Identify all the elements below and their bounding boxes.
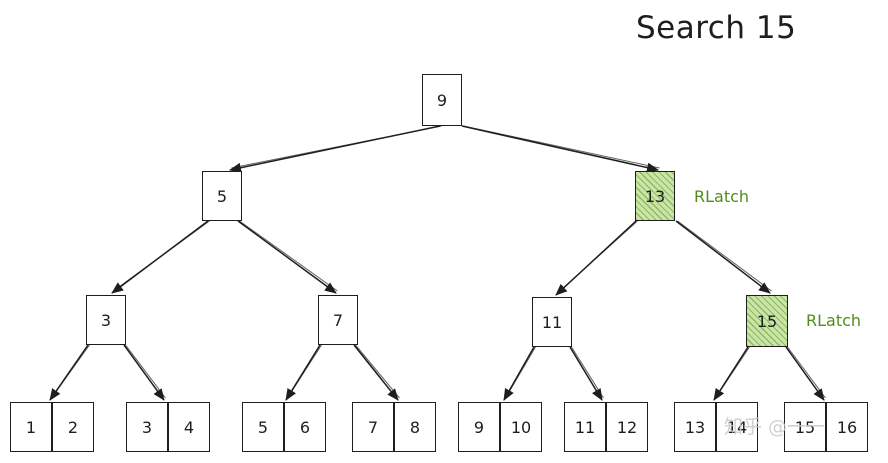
leaf-key: 9 [458,402,500,452]
tree-edge-stroke [571,346,604,399]
leaf-key: 2 [52,402,94,452]
leaf-key: 12 [606,402,648,452]
leaf-key-text: 9 [473,417,485,437]
node-key: 3 [100,310,112,330]
tree-edge-arrow [229,125,441,173]
tree-edge-stroke [239,220,338,292]
leaf-key-text: 14 [726,417,748,437]
tree-edge-arrow [675,220,771,294]
tree-edge-arrow [123,344,165,401]
leaf-key: 15 [784,402,826,452]
tree-edge-arrow [503,346,535,401]
tree-edge-stroke [355,344,400,399]
leaf-key: 3 [126,402,168,452]
leaf-key: 7 [352,402,394,452]
leaf-key-text: 4 [183,417,195,437]
tree-edge-arrow [713,346,749,401]
node-key: 15 [756,311,778,331]
leaf-key: 5 [242,402,284,452]
leaf-key: 1 [10,402,52,452]
leaf-key: 8 [394,402,436,452]
tree-edge-stroke [787,346,826,399]
tree-edge-arrow [237,220,337,294]
leaf-key-text: 3 [141,417,153,437]
tree-edge-arrow [353,344,399,401]
tree-node-15-latched: 15 [746,295,788,347]
leaf-key-text: 10 [510,417,532,437]
leaf-key-text: 2 [67,417,79,437]
leaf-key: 11 [564,402,606,452]
tree-edge-stroke [125,344,166,399]
tree-node-3: 3 [86,295,126,345]
leaf-key-text: 16 [836,417,858,437]
tree-edge-arrow [555,220,637,296]
tree-edge-stroke [677,220,772,292]
tree-node-13-latched: 13 [635,171,675,221]
tree-edge-arrow [49,344,89,401]
tree-edge-arrow [285,344,321,401]
leaf-key: 4 [168,402,210,452]
tree-node-root: 9 [422,74,462,126]
node-key: 5 [216,186,228,206]
diagram-title: Search 15 [636,10,797,46]
node-key: 13 [644,186,666,206]
leaf-key-text: 11 [574,417,596,437]
leaf-key: 10 [500,402,542,452]
leaf-key: 16 [826,402,868,452]
leaf-key-text: 8 [409,417,421,437]
tree-edge-arrow [111,220,209,294]
rlatch-label-node-15: RLatch [806,311,862,330]
leaf-key-text: 1 [25,417,37,437]
leaf-key-text: 7 [367,417,379,437]
tree-edge-arrow [785,346,825,401]
tree-node-5: 5 [202,171,242,221]
leaf-key-text: 6 [299,417,311,437]
leaf-key-text: 15 [794,417,816,437]
leaf-key-text: 12 [616,417,638,437]
node-key: 7 [332,310,344,330]
leaf-key-text: 5 [257,417,269,437]
tree-node-7: 7 [318,295,358,345]
node-key: 9 [436,90,448,110]
leaf-key: 13 [674,402,716,452]
tree-edge-arrow [569,346,603,401]
leaf-key-text: 13 [684,417,706,437]
tree-node-11: 11 [532,297,572,347]
rlatch-label-node-13: RLatch [694,187,750,206]
tree-edge-arrow [461,125,659,173]
leaf-key: 14 [716,402,758,452]
leaf-key: 6 [284,402,326,452]
node-key: 11 [541,312,563,332]
